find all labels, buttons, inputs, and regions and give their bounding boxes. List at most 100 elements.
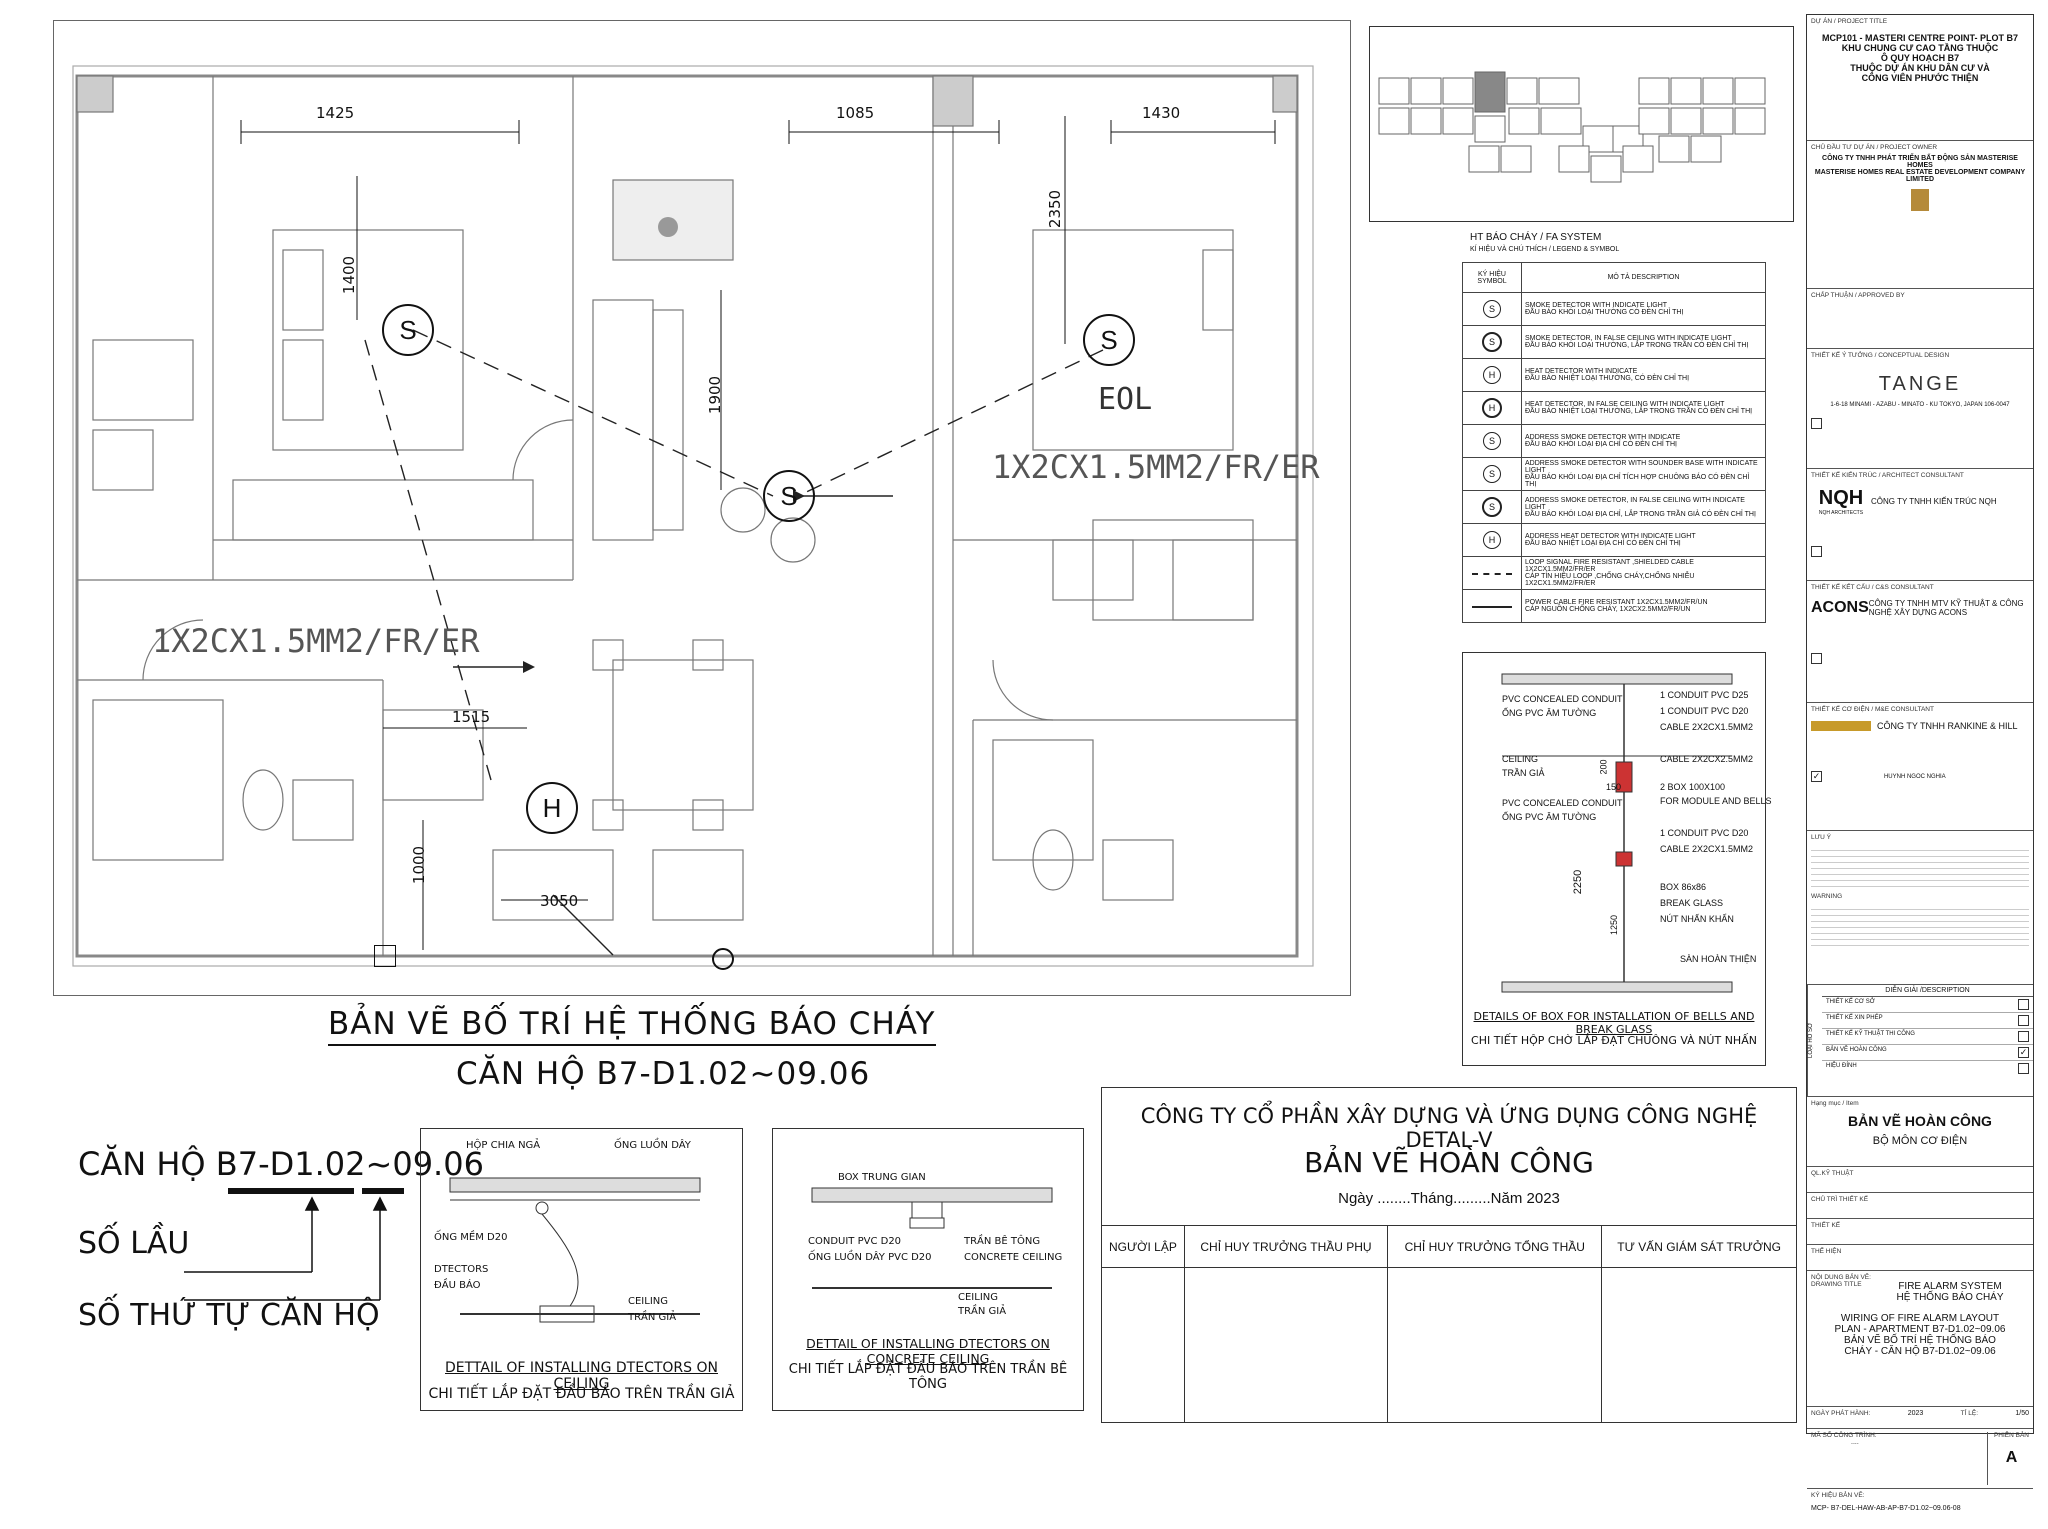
concrete-label-slab-en: CONCRETE CEILING: [964, 1252, 1063, 1263]
box-label-cable1: CABLE 2X2CX1.5MM2: [1660, 722, 1754, 732]
box-detail-drawing: [1501, 673, 1733, 993]
box-label-d20b: 1 CONDUIT PVC D20: [1660, 828, 1749, 838]
project-line2: KHU CHUNG CƯ CAO TẦNG THUỘC: [1841, 43, 1999, 53]
me-checkbox[interactable]: ✓: [1811, 771, 1822, 782]
box-label-ceiling-vn: TRẦN GIẢ: [1502, 768, 1545, 778]
project-line3: Ô QUY HOẠCH B7: [1880, 53, 1960, 63]
legend-desc-vn: ĐẦU BÁO KHÓI LOẠI ĐỊA CHỈ TÍCH HỢP CHUÔN…: [1525, 474, 1750, 488]
detector-symbol: H: [542, 793, 562, 823]
box-label-d25: 1 CONDUIT PVC D25: [1660, 690, 1749, 700]
address-smoke-sounder-symbol: S: [1483, 465, 1501, 483]
stamp-title: BẢN VẼ HOÀN CÔNG: [1304, 1146, 1594, 1179]
concept-label: THIẾT KẾ Ý TƯỞNG / CONCEPTUAL DESIGN: [1811, 352, 1950, 359]
unit-bar: [362, 1188, 404, 1194]
stage-5-checkbox[interactable]: [2018, 1063, 2029, 1074]
concept-checkbox[interactable]: [1811, 418, 1822, 429]
code-leader-lines: [184, 1196, 388, 1301]
ceiling-label-ceiling: CEILING: [628, 1296, 668, 1307]
box-detail-caption-en: DETAILS OF BOX FOR INSTALLATION OF BELLS…: [1473, 1010, 1755, 1036]
dim-3050: 3050: [540, 892, 579, 910]
signer-1: NGƯỜI LẬP: [1101, 1225, 1185, 1268]
dim-1085: 1085: [836, 104, 875, 122]
drawing-title-5: BẢN VẼ BỐ TRÍ HỆ THỐNG BÁO: [1844, 1335, 1996, 1346]
legend-desc-en: LOOP SIGNAL FIRE RESISTANT ,SHIELDED CAB…: [1525, 559, 1694, 573]
me-label: THIẾT KẾ CƠ ĐIỆN / M&E CONSULTANT: [1811, 706, 1934, 713]
ceiling-label-junction: HỘP CHIA NGẢ: [466, 1140, 541, 1151]
note-lines: [1811, 845, 2029, 889]
project-line5: CÔNG VIÊN PHƯỚC THIỆN: [1861, 73, 1979, 83]
legend-desc-en: ADDRESS SMOKE DETECTOR, IN FALSE CEILING…: [1525, 496, 1745, 511]
legend-desc-vn: ĐẦU BÁO KHÓI LOẠI ĐỊA CHỈ, LẮP TRONG TRẦ…: [1525, 510, 1756, 518]
smoke-detector-bedroom-left: S: [382, 304, 434, 356]
legend-desc-en: SMOKE DETECTOR, IN FALSE CEILING WITH IN…: [1525, 335, 1732, 342]
detail-concrete-caption-vn: CHI TIẾT LẮP ĐẶT ĐẦU BÁO TRÊN TRẦN BÊ TÔ…: [788, 1362, 1068, 1392]
architect-logo: NQH: [1818, 487, 1864, 509]
box-label-cable2: CABLE 2X2CX2.5MM2: [1660, 754, 1754, 764]
legend-desc-vn: ĐẦU BÁO KHÓI LOẠI THƯỜNG CÓ ĐÈN CHỈ THỊ: [1525, 309, 1684, 316]
me-signer: HUYNH NGOC NGHIA: [1883, 774, 1946, 781]
box-detail-frame: [1462, 652, 1766, 1066]
title-block: DỰ ÁN / PROJECT TITLE MCP101 - MASTERI C…: [1806, 14, 2034, 1512]
stage-1-checkbox[interactable]: [2018, 999, 2029, 1010]
address-smoke-detector-symbol: S: [1483, 432, 1501, 450]
plan-title: BẢN VẼ BỐ TRÍ HỆ THỐNG BÁO CHÁY: [328, 1006, 936, 1046]
box-dim-2250: 2250: [1572, 869, 1585, 895]
stamp-date: Ngày ........Tháng.........Năm 2023: [1338, 1190, 1560, 1207]
smoke-detector-living: S: [763, 470, 815, 522]
project-code-label: MÃ SỐ CÔNG TRÌNH:: [1811, 1432, 1877, 1439]
me-logo: [1811, 721, 1871, 731]
architect-checkbox[interactable]: [1811, 546, 1822, 557]
revision-label: PHIÊN BẢN: [1993, 1432, 2029, 1439]
cable-label-right: 1X2CX1.5MM2/FR/ER: [992, 448, 1320, 486]
legend-desc-en: SMOKE DETECTOR WITH INDICATE LIGHT: [1525, 302, 1668, 309]
box-label-floor: SÀN HOÀN THIỆN: [1680, 954, 1757, 964]
item-sub: BỘ MÔN CƠ ĐIỆN: [1872, 1135, 1968, 1147]
item-title: BẢN VẼ HOÀN CÔNG: [1848, 1113, 1992, 1129]
scale-label: TỈ LỆ:: [1960, 1410, 1978, 1417]
heat-detector-kitchen: H: [526, 782, 578, 834]
description-label: DIỄN GIẢI /DESCRIPTION: [1822, 985, 2033, 997]
drawing-title-1: FIRE ALARM SYSTEM: [1898, 1281, 2002, 1292]
box-label-pvc2: PVC CONCEALED CONDUIT: [1502, 798, 1623, 808]
legend-subtitle: KÍ HIỆU VÀ CHÚ THÍCH / LEGEND & SYMBOL: [1470, 246, 1620, 253]
legend-desc-vn: ĐẦU BÁO NHIỆT LOẠI THƯỜNG, CÓ ĐÈN CHỈ TH…: [1525, 375, 1690, 382]
smoke-detector-ceiling-symbol: S: [1482, 332, 1502, 352]
concrete-label-box: BOX TRUNG GIAN: [838, 1172, 926, 1183]
drawing-title-4: PLAN - APARTMENT B7-D1.02~09.06: [1834, 1324, 2006, 1335]
detail-ceiling-frame: [420, 1128, 743, 1411]
floor-bar: [228, 1188, 354, 1194]
issue-label: NGÀY PHÁT HÀNH:: [1811, 1410, 1871, 1417]
key-plan-frame: [1369, 26, 1794, 222]
cs-checkbox[interactable]: [1811, 653, 1822, 664]
project-line1: MCP101 - MASTERI CENTRE POINT- PLOT B7: [1821, 33, 2019, 43]
stage-2-checkbox[interactable]: [2018, 1015, 2029, 1026]
concrete-label-ceiling: CEILING: [958, 1292, 998, 1303]
box-label-pvc-vn: ỐNG PVC ÂM TƯỜNG: [1502, 708, 1597, 718]
concrete-label-conduit: CONDUIT PVC D20: [808, 1236, 902, 1247]
box-label-pvc: PVC CONCEALED CONDUIT: [1502, 694, 1623, 704]
smoke-detector-symbol: S: [1483, 300, 1501, 318]
legend-desc-en: HEAT DETECTOR WITH INDICATE: [1525, 368, 1638, 375]
concrete-label-conduit-vn: ỐNG LUỒN DÂY PVC D20: [808, 1252, 932, 1263]
legend-desc-vn: ĐẦU BÁO NHIỆT LOẠI THƯỜNG, LẮP TRONG TRẦ…: [1525, 408, 1753, 415]
stage-3-checkbox[interactable]: [2018, 1031, 2029, 1042]
detail-ceiling-drawing: [449, 1177, 701, 1323]
legend-desc-vn: ĐẦU BÁO KHÓI LOẠI THƯỜNG, LẮP TRONG TRẦN…: [1525, 342, 1749, 349]
box-label-86: BOX 86x86: [1660, 882, 1707, 892]
box-label-ceiling: CEILING: [1502, 754, 1539, 764]
floor-plan-frame: [53, 20, 1351, 996]
detail-ceiling-caption-en: DETTAIL OF INSTALLING DTECTORS ON CEILIN…: [445, 1360, 718, 1392]
detector-symbol: S: [1100, 325, 1118, 355]
ceiling-label-ceiling-vn: TRẦN GIẢ: [628, 1312, 677, 1323]
eol-label: EOL: [1098, 382, 1153, 417]
stage-4: BẢN VẼ HOÀN CÔNG: [1826, 1047, 1887, 1053]
me-name: CÔNG TY TNHH RANKINE & HILL: [1877, 721, 2018, 731]
floor-plan-drawing: [72, 65, 1314, 967]
legend-desc-en: ADDRESS HEAT DETECTOR WITH INDICATE LIGH…: [1525, 533, 1696, 540]
concrete-label-ceiling-vn: TRẦN GIẢ: [958, 1306, 1007, 1317]
box-label-2box: 2 BOX 100X100: [1660, 782, 1726, 792]
signer-4: TƯ VẤN GIÁM SÁT TRƯỞNG: [1601, 1225, 1797, 1268]
stage-4-checkbox[interactable]: ✓: [2018, 1047, 2029, 1058]
note-label: LƯU Ý: [1811, 834, 1832, 841]
